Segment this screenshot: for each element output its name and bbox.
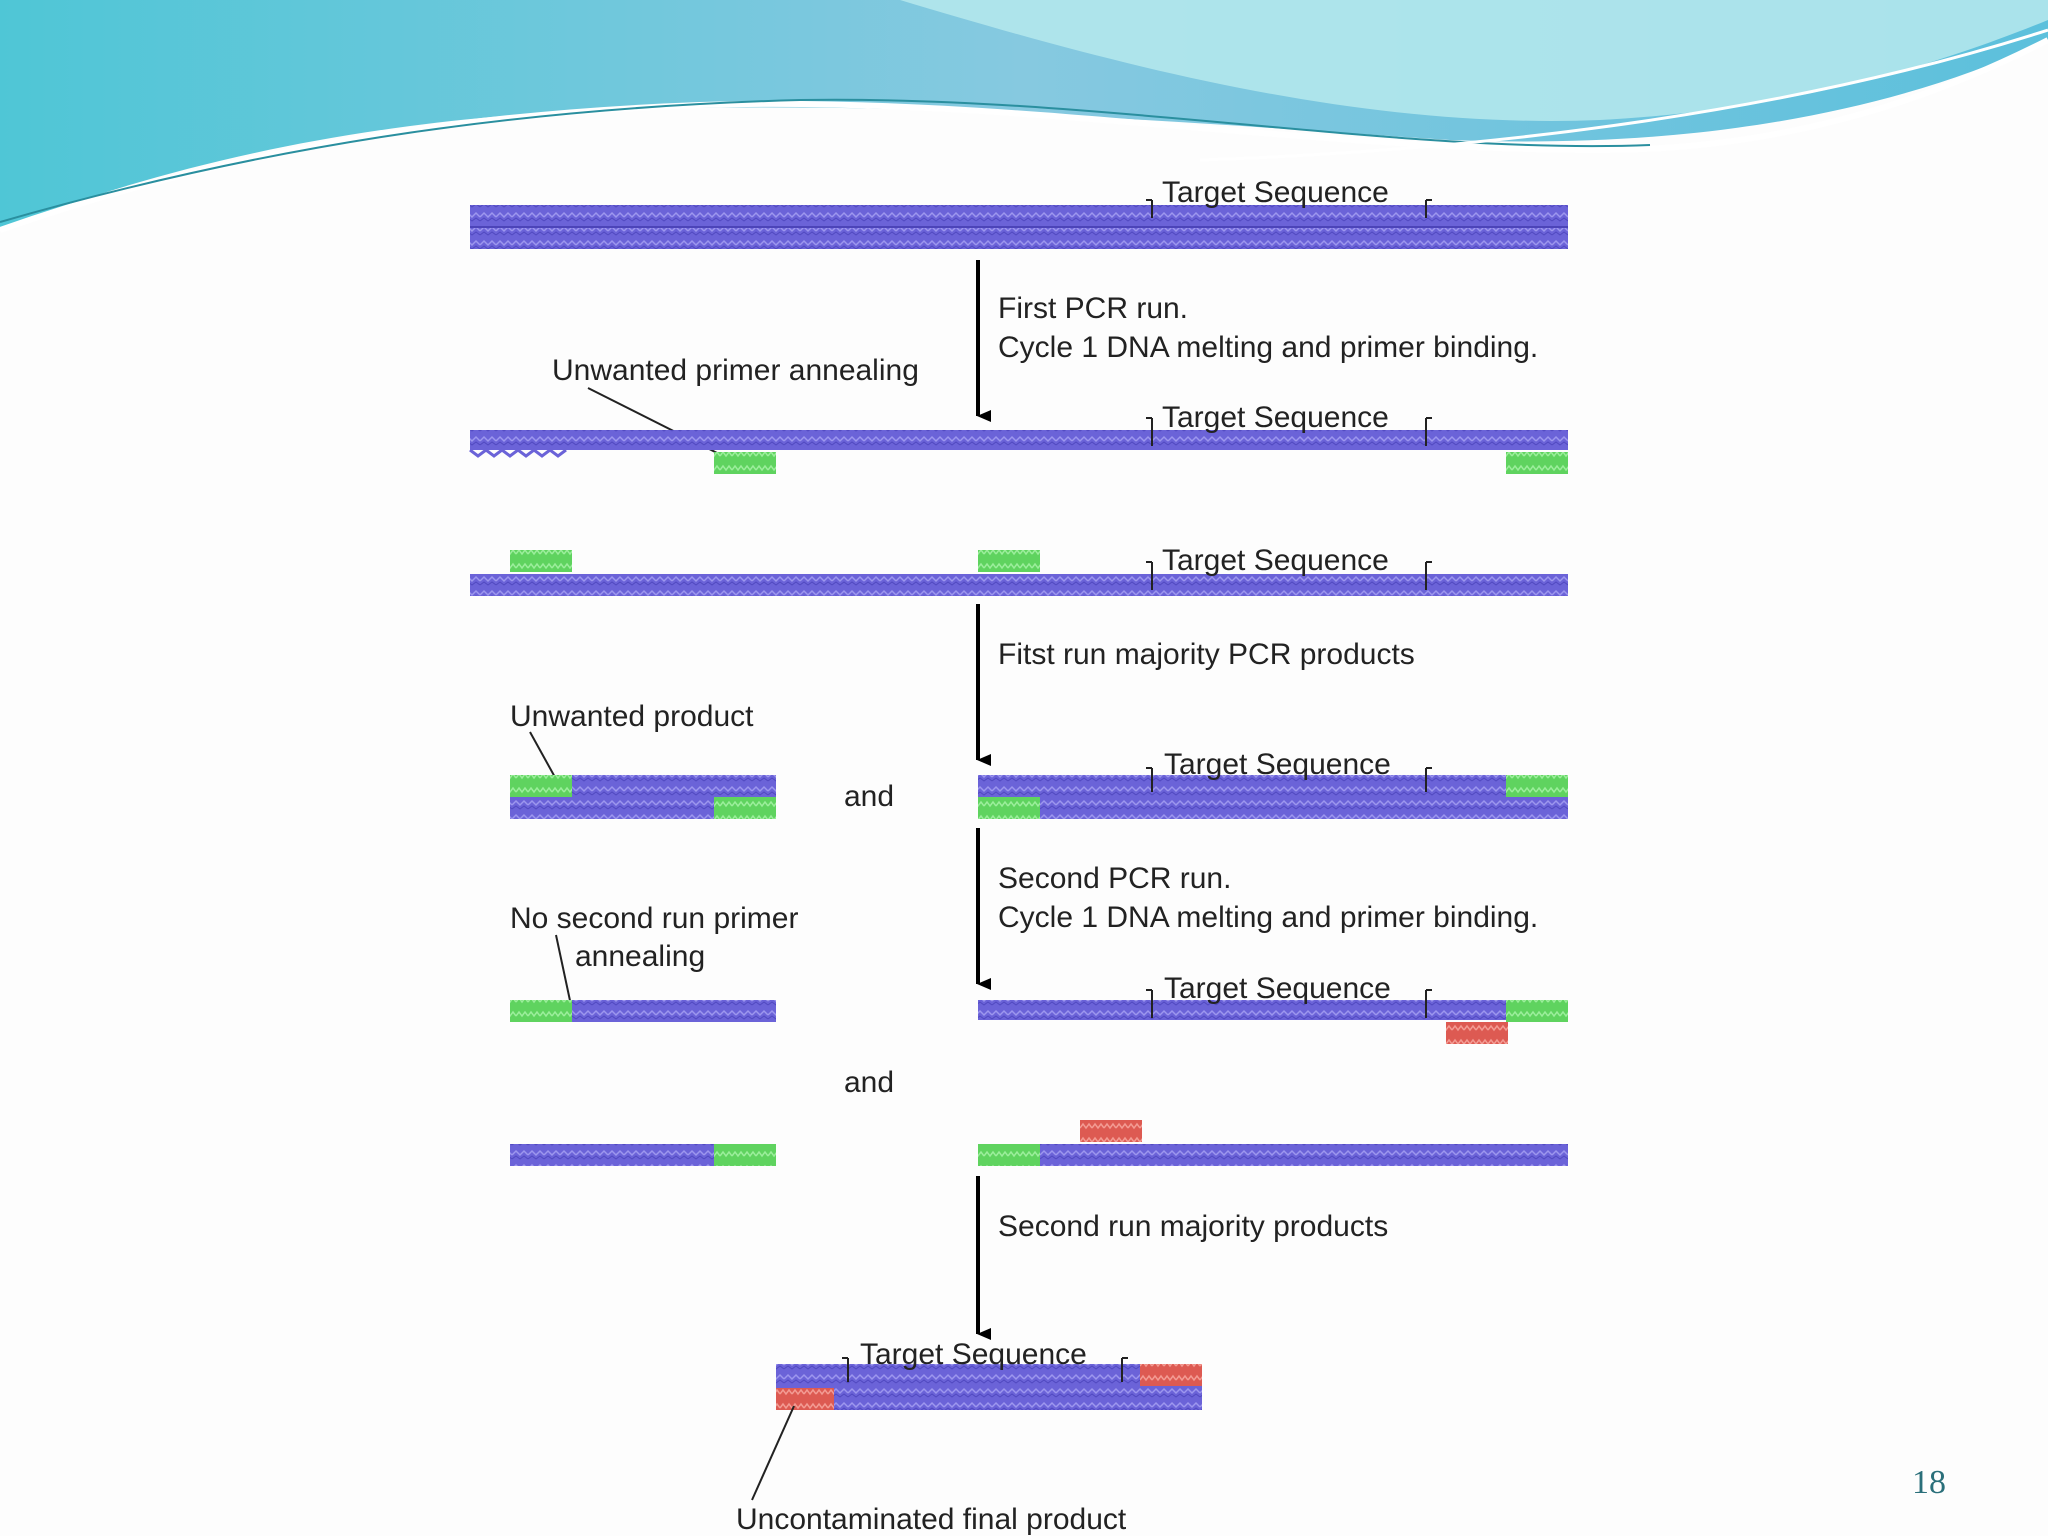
and-label-1: and [844, 780, 894, 813]
target-bracket-3 [1146, 561, 1432, 590]
target-bracket-4 [1146, 767, 1432, 792]
page-number: 18 [1912, 1464, 1946, 1501]
target-bracket-6 [842, 1357, 1128, 1382]
step2-label: Fitst run majority PCR products [998, 638, 1415, 671]
no-second-run-line2: annealing [575, 940, 705, 973]
target-bracket-5 [1146, 989, 1432, 1018]
primer-green-left-2 [510, 550, 572, 572]
primer-green-mid-2 [978, 550, 1040, 572]
target-melted-bottom [978, 1144, 1568, 1166]
unwanted-annealing-label: Unwanted primer annealing [552, 354, 919, 387]
header-wave [0, 0, 2048, 233]
step1-line1: First PCR run. [998, 292, 1188, 325]
dna-melted-top [469, 430, 1568, 458]
primer-green-right-1 [1506, 452, 1568, 474]
step1-line2: Cycle 1 DNA melting and primer binding. [998, 331, 1538, 364]
target-bracket-1 [1146, 199, 1432, 218]
target-melted-top [978, 1000, 1568, 1022]
target-label-1: Target Sequence [1162, 176, 1389, 209]
primer-green-unwanted [714, 452, 776, 474]
unwanted-melted-bottom [510, 1144, 776, 1166]
target-label-3: Target Sequence [1162, 544, 1389, 577]
unwanted-product-dna [510, 775, 776, 819]
target-label-4: Target Sequence [1164, 748, 1391, 781]
unwanted-product-label: Unwanted product [510, 700, 754, 733]
step3-line2: Cycle 1 DNA melting and primer binding. [998, 901, 1538, 934]
dna-original [470, 205, 1568, 249]
unwanted-melted-top [510, 1000, 776, 1022]
target-label-5: Target Sequence [1164, 972, 1391, 1005]
and-label-2: and [844, 1066, 894, 1099]
target-bracket-2 [1146, 417, 1432, 446]
final-product-pointer [751, 1405, 795, 1501]
target-product-dna [978, 775, 1568, 819]
no-second-run-pointer [555, 934, 573, 1011]
final-product-label: Uncontaminated final product [736, 1503, 1127, 1536]
target-label-2: Target Sequence [1162, 401, 1389, 434]
step3-line1: Second PCR run. [998, 862, 1231, 895]
step4-label: Second run majority products [998, 1210, 1388, 1243]
no-second-run-line1: No second run primer [510, 902, 798, 935]
strand-teeth [469, 448, 567, 458]
primer-red-left [1080, 1120, 1142, 1142]
primer-red-right [1446, 1022, 1508, 1044]
dna-melted-bottom [470, 574, 1568, 596]
unwanted-annealing-pointer [587, 387, 736, 463]
target-label-6: Target Sequence [860, 1338, 1087, 1371]
